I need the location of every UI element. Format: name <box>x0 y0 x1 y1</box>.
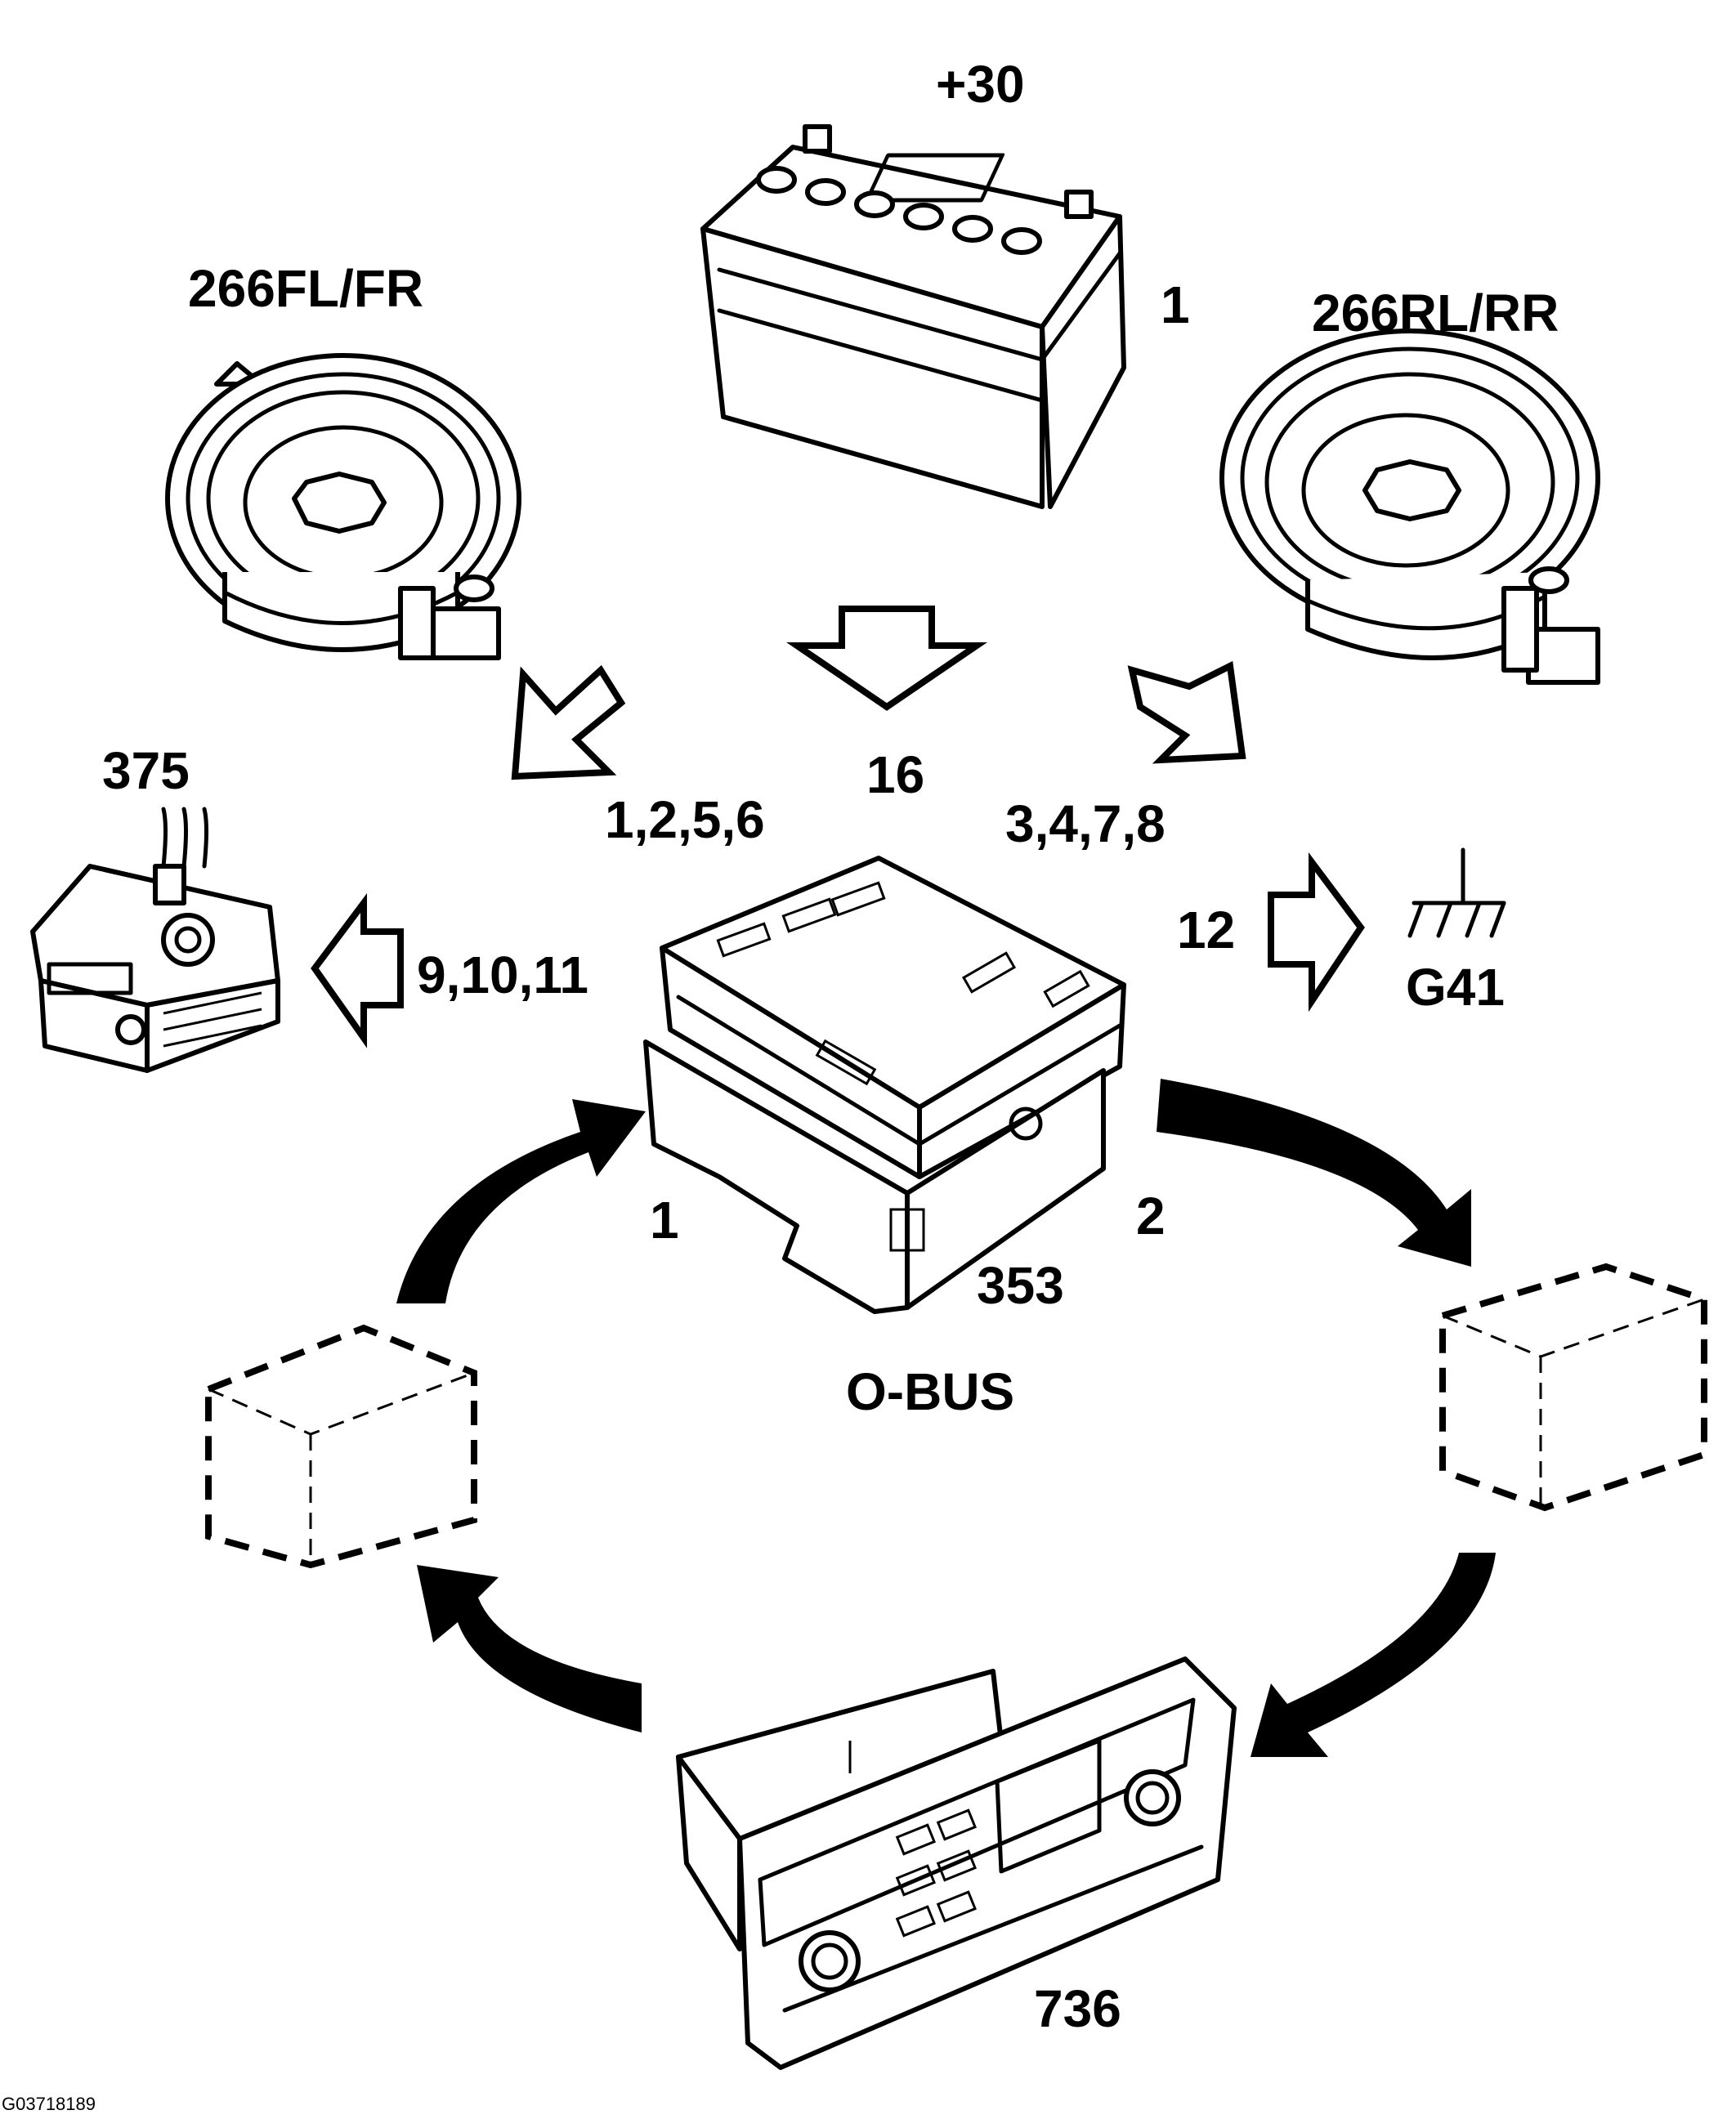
rear-speaker-icon <box>1219 329 1600 685</box>
bus-arrow-left-lower-icon <box>417 1565 642 1732</box>
connector-arrow-icon <box>311 893 404 1048</box>
amp-port-1-label: 1 <box>650 1191 679 1250</box>
front-speaker-icon <box>165 353 521 660</box>
bus-arrow-right-lower-icon <box>1251 1553 1496 1757</box>
head-unit-icon <box>676 1656 1237 2070</box>
front-speakers-label: 266FL/FR <box>188 259 423 318</box>
battery-icon <box>700 124 1126 509</box>
ground-symbol-icon <box>1407 847 1506 938</box>
figure-id-label: G03718189 <box>2 2094 96 2114</box>
rear-speakers-label: 266RL/RR <box>1312 284 1559 342</box>
rear-pins-label: 3,4,7,8 <box>1005 794 1166 853</box>
bus-arrow-right-down-icon <box>1157 1079 1471 1267</box>
amp-port-2-label: 2 <box>1136 1187 1166 1245</box>
optional-module-right-icon <box>1439 1263 1707 1512</box>
battery-number-label: 1 <box>1161 275 1190 334</box>
connector-label: 375 <box>102 741 190 800</box>
power-pin-label: 16 <box>866 745 924 804</box>
power-arrow-icon <box>786 606 987 711</box>
ground-label: G41 <box>1406 958 1505 1017</box>
connector-icon <box>30 807 280 1073</box>
ground-arrow-icon <box>1268 852 1365 1013</box>
battery-voltage-label: +30 <box>936 55 1025 114</box>
connector-pins-label: 9,10,11 <box>417 946 588 1004</box>
front-pins-label: 1,2,5,6 <box>605 790 765 849</box>
ground-pin-label: 12 <box>1177 901 1235 959</box>
bus-arrow-left-up-icon <box>396 1099 646 1303</box>
amplifier-icon <box>643 856 1126 1314</box>
head-unit-label: 736 <box>1034 1979 1121 2038</box>
rear-speaker-arrow-icon <box>1127 660 1246 764</box>
optional-module-left-icon <box>205 1324 477 1569</box>
bus-loop <box>396 1079 1496 1757</box>
amplifier-label: 353 <box>977 1256 1064 1315</box>
bus-label: O-BUS <box>846 1362 1014 1421</box>
front-speaker-arrow-icon <box>511 664 626 780</box>
